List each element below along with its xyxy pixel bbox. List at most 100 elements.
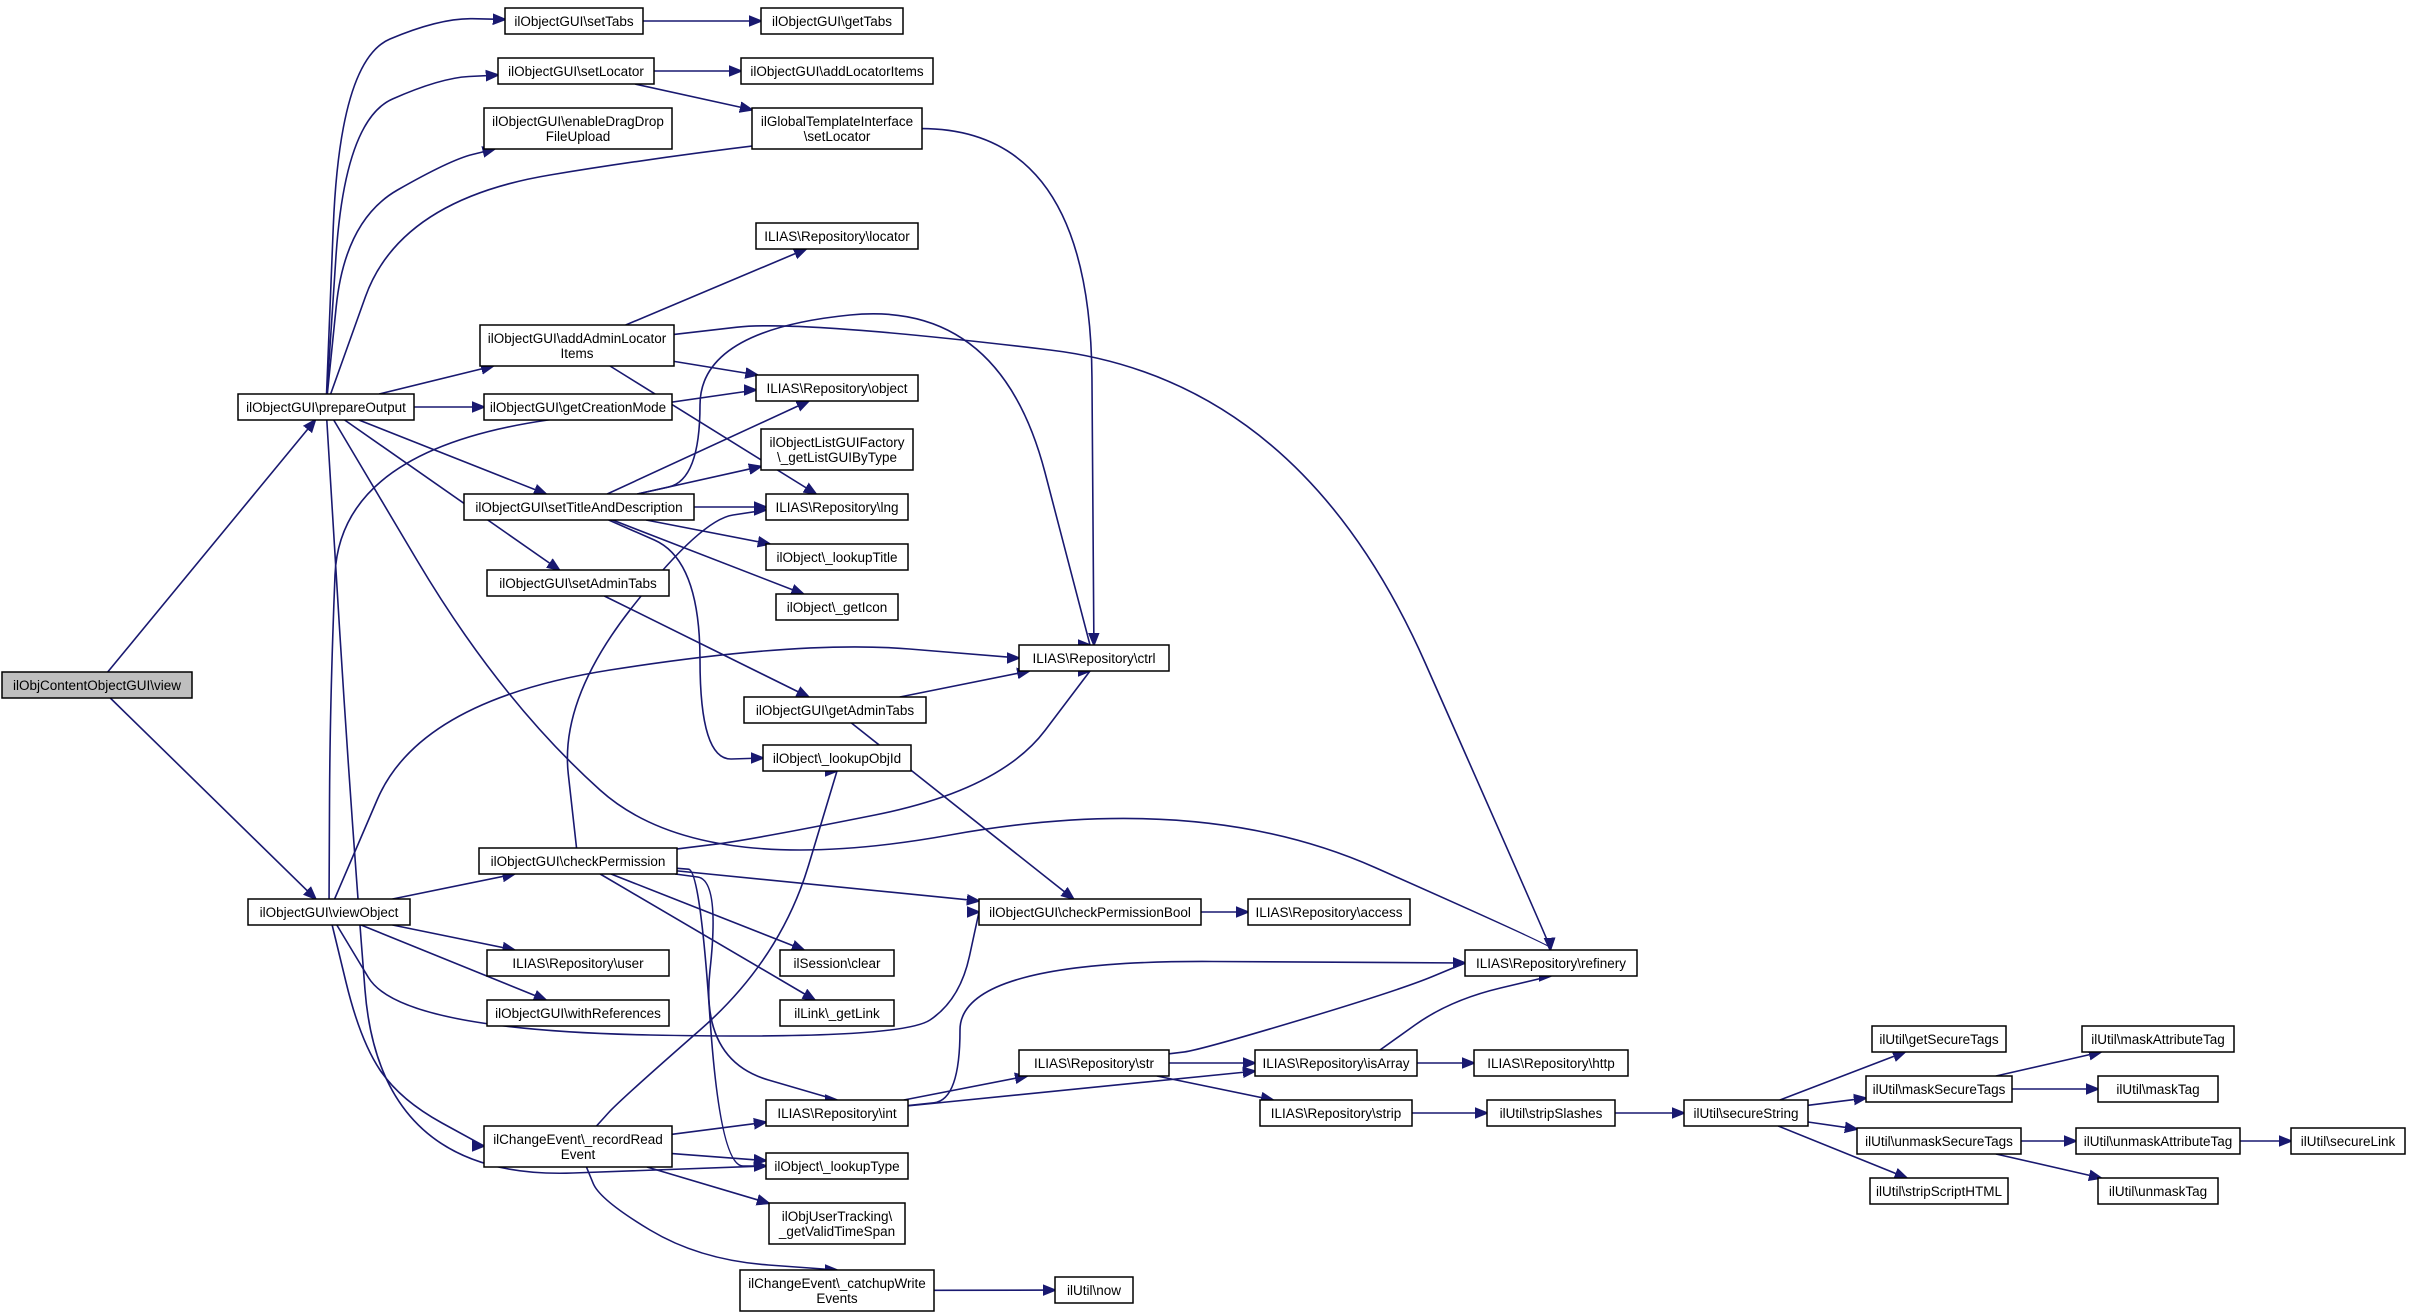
node-unmaskTag[interactable]: ilUtil\unmaskTag (2097, 1177, 2219, 1205)
node-box (504, 7, 644, 35)
node-maskTag[interactable]: ilUtil\maskTag (2097, 1075, 2219, 1103)
edge-setTitleDesc-to-repoCtrl (637, 313, 1090, 645)
edge-maskSecureTags-to-maskAttributeTag (1995, 1052, 2101, 1077)
node-box (751, 107, 923, 150)
node-box (1054, 1276, 1134, 1304)
node-box (1486, 1099, 1616, 1127)
node-label: ilUtil\getSecureTags (1879, 1032, 1999, 1047)
node-repoHttp[interactable]: ILIAS\Repository\http (1473, 1049, 1629, 1077)
node-repoAccess[interactable]: ILIAS\Repository\access (1247, 898, 1411, 926)
node-secureString[interactable]: ilUtil\secureString (1683, 1099, 1809, 1127)
node-label: ilObjectGUI\addAdminLocator (488, 331, 667, 346)
node-maskAttributeTag[interactable]: ilUtil\maskAttributeTag (2081, 1025, 2235, 1053)
edge-recordRead-to-repoInt (671, 1122, 766, 1136)
node-label: ILIAS\Repository\http (1487, 1056, 1615, 1071)
edge-prepareOutput-to-setAdminTabs (344, 419, 560, 570)
node-sessionClear[interactable]: ilSession\clear (779, 949, 895, 977)
node-maskSecureTags[interactable]: ilUtil\maskSecureTags (1865, 1075, 2013, 1103)
edge-checkPermission-to-sessionClear (610, 873, 804, 950)
node-unmaskAttributeTag[interactable]: ilUtil\unmaskAttributeTag (2075, 1127, 2241, 1155)
node-box (1865, 1075, 2013, 1103)
node-setAdminTabs[interactable]: ilObjectGUI\setAdminTabs (486, 569, 670, 597)
edge-repoStr-to-repoRefinery (1168, 963, 1465, 1055)
node-box (247, 898, 411, 926)
node-getSecureTags[interactable]: ilUtil\getSecureTags (1871, 1025, 2007, 1053)
node-box (483, 393, 673, 421)
node-box (237, 393, 415, 421)
node-stripScriptHTML[interactable]: ilUtil\stripScriptHTML (1869, 1177, 2009, 1205)
node-listGUIFactory[interactable]: ilObjectListGUIFactory\_getListGUIByType (760, 428, 914, 471)
node-lookupType[interactable]: ilObject\_lookupType (765, 1152, 909, 1180)
node-setTitleDesc[interactable]: ilObjectGUI\setTitleAndDescription (463, 493, 695, 521)
node-label: ilUtil\stripSlashes (1500, 1106, 1603, 1121)
node-setLocator[interactable]: ilObjectGUI\setLocator (497, 57, 655, 85)
node-label: ilUtil\secureLink (2301, 1134, 2396, 1149)
edges-layer (107, 19, 2291, 1291)
node-box (768, 1202, 906, 1245)
node-getCreationMode[interactable]: ilObjectGUI\getCreationMode (483, 393, 673, 421)
node-withReferences[interactable]: ilObjectGUI\withReferences (486, 999, 670, 1027)
node-repoCtrl[interactable]: ILIAS\Repository\ctrl (1018, 644, 1170, 672)
node-repoUser[interactable]: ILIAS\Repository\user (486, 949, 670, 977)
node-utilNow[interactable]: ilUtil\now (1054, 1276, 1134, 1304)
node-unmaskSecureTags[interactable]: ilUtil\unmaskSecureTags (1856, 1127, 2022, 1155)
node-prepareOutput[interactable]: ilObjectGUI\prepareOutput (237, 393, 415, 421)
edge-prepareOutput-to-addAdminLocator (378, 366, 493, 395)
edge-setTitleDesc-to-getIcon (612, 519, 804, 594)
node-box (2081, 1025, 2235, 1053)
node-repoRefinery[interactable]: ILIAS\Repository\refinery (1464, 949, 1638, 977)
node-box (1869, 1177, 2009, 1205)
node-gtiSetLocator[interactable]: ilGlobalTemplateInterface\setLocator (751, 107, 923, 150)
node-getLink[interactable]: ilLink\_getLink (779, 999, 895, 1027)
node-label: Items (560, 346, 593, 361)
edge-prepareOutput-to-enableDragDrop (326, 149, 494, 395)
edge-viewObject-to-repoUser (392, 924, 514, 950)
edge-view-to-viewObject (109, 697, 315, 899)
node-lookupTitle[interactable]: ilObject\_lookupTitle (765, 543, 909, 571)
node-stripSlashes[interactable]: ilUtil\stripSlashes (1486, 1099, 1616, 1127)
node-addLocatorItems[interactable]: ilObjectGUI\addLocatorItems (740, 57, 934, 85)
node-lookupObjId[interactable]: ilObject\_lookupObjId (762, 744, 912, 772)
node-getIcon[interactable]: ilObject\_getIcon (775, 593, 899, 621)
node-checkPermission[interactable]: ilObjectGUI\checkPermission (478, 847, 678, 875)
node-box (779, 949, 895, 977)
edge-setLocator-to-gtiSetLocator (634, 83, 752, 110)
node-repoIsArray[interactable]: ILIAS\Repository\isArray (1254, 1049, 1418, 1077)
node-repoStr[interactable]: ILIAS\Repository\str (1018, 1049, 1170, 1077)
nodes-layer: ilObjContentObjectGUI\view ilObjectGUI\pr… (1, 7, 2406, 1312)
edge-repoInt-to-repoStr (903, 1076, 1027, 1101)
node-getValidTimeSpan[interactable]: ilObjUserTracking\_getValidTimeSpan (768, 1202, 906, 1245)
node-box (755, 374, 919, 402)
node-label: ilObject\_lookupTitle (776, 550, 897, 565)
node-secureLink[interactable]: ilUtil\secureLink (2290, 1127, 2406, 1155)
node-box (497, 57, 655, 85)
node-label: ILIAS\Repository\lng (775, 500, 898, 515)
node-getAdminTabs[interactable]: ilObjectGUI\getAdminTabs (743, 696, 927, 724)
node-box (740, 57, 934, 85)
node-repoObject[interactable]: ILIAS\Repository\object (755, 374, 919, 402)
node-view[interactable]: ilObjContentObjectGUI\view (1, 671, 193, 699)
node-label: ilObject\_lookupType (774, 1159, 899, 1174)
edge-prepareOutput-to-repoRefinery (333, 419, 1551, 950)
node-checkPermissionBool[interactable]: ilObjectGUI\checkPermissionBool (978, 898, 1202, 926)
node-repoStrip[interactable]: ILIAS\Repository\strip (1259, 1099, 1413, 1127)
node-getTabs[interactable]: ilObjectGUI\getTabs (760, 7, 904, 35)
edge-view-to-prepareOutput (107, 420, 316, 673)
node-label: ilUtil\unmaskAttributeTag (2084, 1134, 2233, 1149)
node-repoLng[interactable]: ILIAS\Repository\lng (765, 493, 909, 521)
node-label: \_getListGUIByType (777, 450, 897, 465)
edge-recordRead-to-catchupWrite (585, 1166, 837, 1270)
node-setTabs[interactable]: ilObjectGUI\setTabs (504, 7, 644, 35)
node-box (483, 1125, 673, 1168)
node-label: ilObjectGUI\setTabs (514, 14, 634, 29)
node-box (765, 493, 909, 521)
node-box (743, 696, 927, 724)
node-repoInt[interactable]: ILIAS\Repository\int (765, 1099, 909, 1127)
edge-addAdminLocator-to-repoObject (673, 360, 757, 375)
node-repoLocator[interactable]: ILIAS\Repository\locator (755, 222, 919, 250)
node-viewObject[interactable]: ilObjectGUI\viewObject (247, 898, 411, 926)
